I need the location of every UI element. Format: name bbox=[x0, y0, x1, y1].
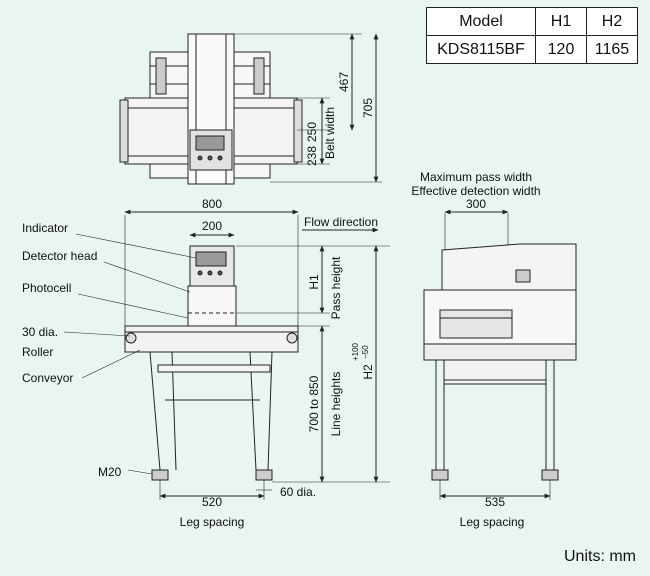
dim-705: 705 bbox=[361, 98, 375, 118]
roller-dia-label: 30 dia. bbox=[22, 325, 58, 339]
conveyor-label: Conveyor bbox=[22, 371, 73, 385]
leg-dia-label: 60 dia. bbox=[280, 485, 316, 499]
side-view-labels: 800 200 Flow direction Indicator Detecto… bbox=[22, 197, 378, 529]
h1-label: H1 bbox=[307, 274, 321, 290]
dim-800: 800 bbox=[202, 197, 222, 211]
belt-width-label: Belt width bbox=[323, 107, 337, 159]
header-h1: H1 bbox=[535, 7, 587, 36]
roller-label: Roller bbox=[22, 345, 53, 359]
end-view bbox=[423, 209, 577, 500]
spec-table-row: KDS8115BF 120 1165 bbox=[426, 35, 638, 64]
cell-h2: 1165 bbox=[586, 35, 638, 64]
dim-200: 200 bbox=[202, 219, 222, 233]
m20-label: M20 bbox=[98, 465, 122, 479]
cell-model: KDS8115BF bbox=[426, 35, 536, 64]
h2-tol-plus: +100 bbox=[351, 342, 360, 361]
flow-direction-label: Flow direction bbox=[304, 215, 378, 229]
dim-300: 300 bbox=[466, 197, 486, 211]
pass-height-label: Pass height bbox=[329, 256, 343, 319]
top-view-labels: 467 705 250 238 Belt width bbox=[305, 72, 375, 166]
dim-250: 250 bbox=[305, 122, 319, 142]
dim-520: 520 bbox=[202, 495, 222, 509]
h2-label: H2 bbox=[361, 364, 375, 380]
dim-238: 238 bbox=[305, 146, 319, 166]
effective-width-label: Effective detection width bbox=[411, 184, 540, 198]
h2-tol-minus: –50 bbox=[361, 345, 370, 359]
header-h2: H2 bbox=[586, 7, 638, 36]
detector-head-label: Detector head bbox=[22, 249, 97, 263]
dim-535: 535 bbox=[485, 495, 505, 509]
top-view bbox=[119, 33, 382, 185]
indicator-label: Indicator bbox=[22, 221, 68, 235]
units-label: Units: mm bbox=[564, 548, 636, 565]
leg-spacing-label-end: Leg spacing bbox=[460, 515, 525, 529]
cell-h1: 120 bbox=[535, 35, 587, 64]
line-heights-label: Line heights bbox=[329, 372, 343, 437]
leg-spacing-label-side: Leg spacing bbox=[180, 515, 245, 529]
max-pass-width-label: Maximum pass width bbox=[420, 170, 532, 184]
dim-467: 467 bbox=[337, 72, 351, 92]
end-view-labels: Maximum pass width Effective detection w… bbox=[411, 170, 540, 529]
range-700-850-label: 700 to 850 bbox=[307, 375, 321, 432]
spec-table: Model H1 H2 KDS8115BF 120 1165 bbox=[426, 7, 638, 64]
spec-table-header: Model H1 H2 bbox=[426, 7, 638, 36]
header-model: Model bbox=[426, 7, 536, 36]
photocell-label: Photocell bbox=[22, 281, 71, 295]
side-view bbox=[63, 209, 390, 500]
